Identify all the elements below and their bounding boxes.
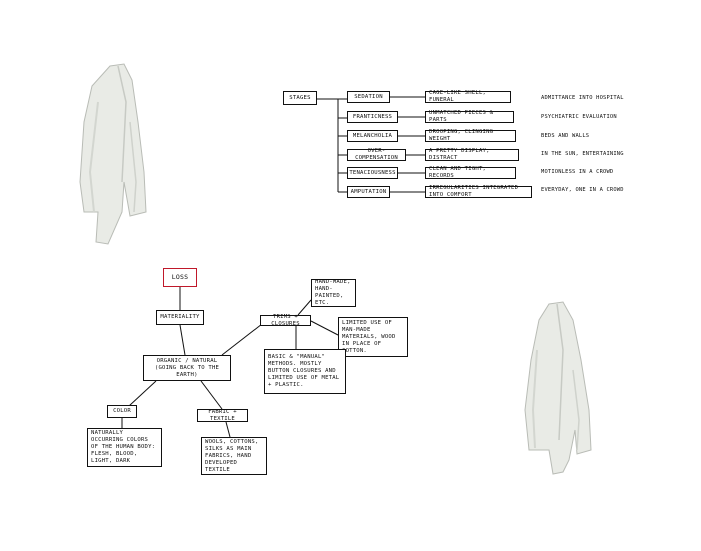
- fabric-detail-label: WOOLS, COTTONS, SILKS AS MAIN FABRICS, H…: [205, 438, 259, 473]
- behavior-box: CAGE-LIKE SHELL, FUNERAL: [425, 90, 511, 103]
- basic-methods-label: BASIC & "MANUAL" METHODS. MOSTLY BUTTON …: [268, 354, 340, 388]
- behavior-label: IRREGULARITIES INTEGRATED INTO COMFORT: [429, 185, 519, 198]
- loss-box: LOSS: [163, 268, 197, 287]
- behavior-label: CLEAN AND TIGHT, RECORDS: [429, 166, 487, 179]
- behavior-box: CLEAN AND TIGHT, RECORDS: [425, 166, 516, 179]
- color-detail-label: NATURALLY OCCURRING COLORS OF THE HUMAN …: [91, 430, 156, 464]
- stages-root-box: STAGES: [283, 91, 317, 105]
- limited-box: LIMITED USE OF MAN-MADE MATERIALS, WOOD …: [338, 317, 408, 357]
- materiality-label: MATERIALITY: [160, 314, 200, 320]
- hand-made-label: HAND-MADE, HAND-PAINTED, ETC.: [315, 279, 351, 306]
- fabric-label: FABRIC + TEXTILE: [208, 408, 237, 422]
- fabric-box: FABRIC + TEXTILE: [197, 409, 248, 422]
- stage-note: PSYCHIATRIC EVALUATION: [541, 114, 617, 120]
- stage-box-tenaciousness: TENACIOUSNESS: [347, 167, 398, 179]
- stage-box-melancholia: MELANCHOLIA: [347, 130, 398, 142]
- stage-note: IN THE SUN, ENTERTAINING: [541, 151, 624, 157]
- stage-label: FRANTICNESS: [352, 113, 393, 120]
- stages-root-label: STAGES: [289, 94, 311, 101]
- shirt-photo-top-left: [79, 63, 147, 245]
- shirt-photo-bottom-right: [524, 301, 592, 475]
- stage-box-over-compensation: OVER-COMPENSATION: [347, 148, 406, 161]
- stage-label: SEDATION: [354, 93, 383, 100]
- behavior-label: UNMATCHED PIECES & PARTS: [429, 110, 494, 123]
- stage-note: BEDS AND WALLS: [541, 133, 590, 139]
- trims-box: TRIMS + CLOSURES: [260, 313, 311, 327]
- stage-note: EVERYDAY, ONE IN A CROWD: [541, 187, 624, 193]
- fabric-detail-box: WOOLS, COTTONS, SILKS AS MAIN FABRICS, H…: [201, 437, 267, 475]
- hand-made-box: HAND-MADE, HAND-PAINTED, ETC.: [311, 279, 356, 307]
- stage-box-amputation: AMPUTATION: [347, 186, 390, 198]
- stage-note: ADMITTANCE INTO HOSPITAL: [541, 95, 624, 101]
- behavior-box: IRREGULARITIES INTEGRATED INTO COMFORT: [425, 185, 532, 198]
- behavior-label: CAGE-LIKE SHELL, FUNERAL: [429, 90, 487, 103]
- limited-label: LIMITED USE OF MAN-MADE MATERIALS, WOOD …: [342, 319, 396, 354]
- behavior-label: A PRETTY DISPLAY, DISTRACT: [429, 148, 490, 161]
- color-box: COLOR: [107, 405, 137, 418]
- stage-label: OVER-COMPENSATION: [355, 148, 398, 161]
- behavior-box: A PRETTY DISPLAY, DISTRACT: [425, 148, 519, 161]
- stage-box-sedation: SEDATION: [347, 91, 390, 103]
- color-detail-box: NATURALLY OCCURRING COLORS OF THE HUMAN …: [87, 428, 162, 467]
- stage-note: MOTIONLESS IN A CROWD: [541, 169, 614, 175]
- behavior-box: UNMATCHED PIECES & PARTS: [425, 110, 514, 123]
- loss-label: LOSS: [171, 273, 189, 281]
- organic-label: ORGANIC / NATURAL (GOING BACK TO THE EAR…: [154, 357, 220, 378]
- stage-box-franticness: FRANTICNESS: [347, 111, 398, 123]
- stage-label: MELANCHOLIA: [352, 132, 393, 139]
- behavior-label: DROOPING, CLINGING WEIGHT: [429, 129, 494, 142]
- materiality-box: MATERIALITY: [156, 310, 204, 325]
- stage-label: TENACIOUSNESS: [349, 169, 396, 176]
- color-label: COLOR: [113, 408, 131, 414]
- basic-methods-box: BASIC & "MANUAL" METHODS. MOSTLY BUTTON …: [264, 349, 346, 394]
- trims-label: TRIMS + CLOSURES: [271, 313, 300, 327]
- organic-box: ORGANIC / NATURAL (GOING BACK TO THE EAR…: [143, 355, 231, 381]
- behavior-box: DROOPING, CLINGING WEIGHT: [425, 129, 516, 142]
- stage-label: AMPUTATION: [350, 188, 387, 195]
